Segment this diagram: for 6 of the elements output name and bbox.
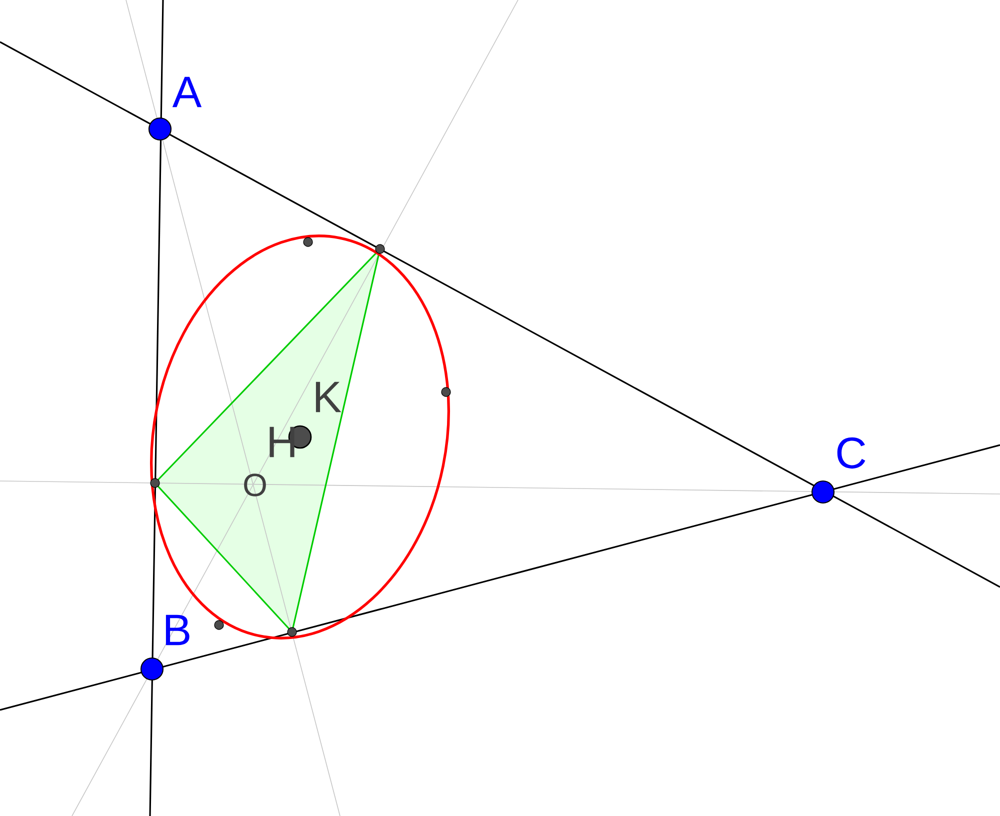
point-label: K [316,382,342,412]
point-label: O [244,474,266,496]
point-label: A [172,76,202,108]
point-label: H [270,426,294,458]
point-label: C [837,437,866,469]
point-label: B [166,614,190,646]
